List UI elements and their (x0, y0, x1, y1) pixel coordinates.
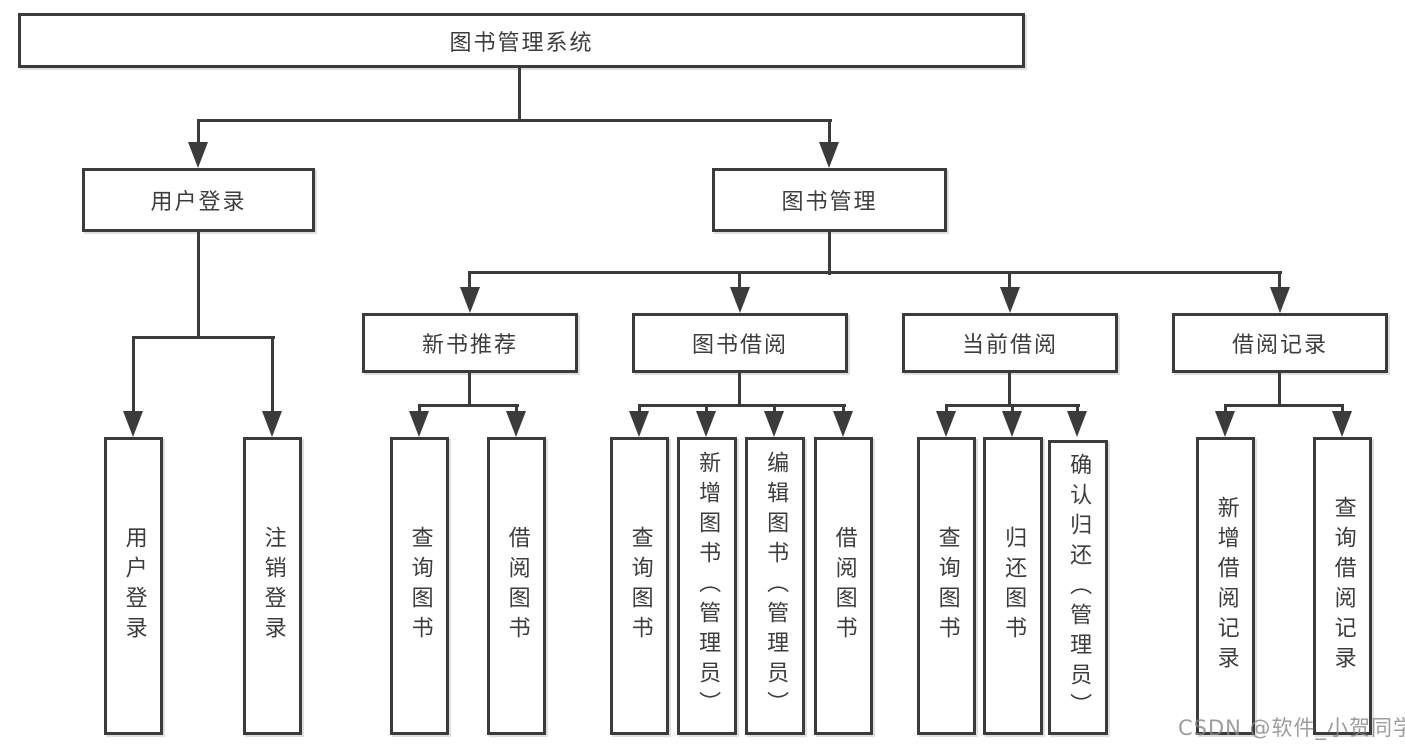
arrow-down-icon (764, 411, 784, 437)
connector-drop-leaf-user-login (132, 336, 135, 414)
connector-drop-borrow-records (1278, 271, 1281, 291)
arrow-down-icon (629, 411, 649, 437)
arrow-down-icon (188, 142, 208, 168)
connector-leaf-drop (945, 404, 948, 416)
connector-leaf-drop (705, 404, 708, 416)
arrow-down-icon (696, 411, 716, 437)
connector-user-login-bus (132, 336, 275, 339)
leaf-add-books-admin: 新增图书（管理员） (677, 437, 737, 735)
connector-leaf-drop (515, 404, 518, 416)
connector-book-management-drop (828, 229, 831, 275)
arrow-down-icon (123, 411, 143, 437)
arrow-down-icon (1332, 411, 1352, 437)
node-borrowing-records: 借阅记录 (1172, 313, 1388, 373)
connector-root-drop (518, 65, 521, 122)
connector-book-borrowing-bus (638, 404, 846, 407)
leaf-confirm-return-admin: 确认归还（管理员） (1048, 440, 1108, 735)
leaf-query-books-borrowing: 查询图书 (610, 437, 669, 735)
connector-drop-new-book (468, 271, 471, 291)
leaf-logout-login: 注销登录 (243, 437, 302, 735)
arrow-down-icon (1002, 411, 1022, 437)
watermark: CSDN @软件_小贺同学 (1178, 716, 1405, 740)
leaf-query-borrow-record: 查询借阅记录 (1313, 437, 1372, 735)
node-new-book-recommendation: 新书推荐 (362, 313, 578, 373)
arrow-down-icon (506, 411, 526, 437)
arrow-down-icon (409, 411, 429, 437)
connector-leaf-drop (638, 404, 641, 416)
leaf-return-books: 归还图书 (983, 437, 1043, 735)
leaf-borrow-books-borrowing: 借阅图书 (814, 437, 873, 735)
connector-leaf-drop (418, 404, 421, 416)
connector-leaf-drop (1341, 404, 1344, 416)
connector-borrow-records-bus (1224, 404, 1344, 407)
arrow-down-icon (1215, 411, 1235, 437)
arrow-down-icon (819, 142, 839, 168)
connector-new-book-drop (468, 370, 471, 407)
leaf-edit-books-admin: 编辑图书（管理员） (745, 437, 805, 735)
connector-new-book-bus (418, 404, 519, 407)
connector-leaf-drop (1011, 404, 1014, 416)
node-book-management: 图书管理 (712, 168, 947, 232)
leaf-add-borrow-record: 新增借阅记录 (1196, 437, 1255, 735)
node-current-borrowing: 当前借阅 (902, 313, 1118, 373)
arrow-down-icon (1000, 287, 1020, 313)
connector-drop-user-login (197, 119, 200, 147)
node-user-login: 用户登录 (82, 168, 315, 232)
connector-leaf-drop (1224, 404, 1227, 416)
connector-drop-book-management (828, 119, 831, 147)
arrow-down-icon (262, 411, 282, 437)
node-library-management-system: 图书管理系统 (18, 13, 1025, 68)
arrow-down-icon (1270, 287, 1290, 313)
connector-leaf-drop (773, 404, 776, 416)
connector-book-borrowing-drop (738, 370, 741, 407)
connector-user-login-drop (197, 229, 200, 339)
arrow-down-icon (460, 287, 480, 313)
connector-level2-bus (197, 119, 832, 122)
arrow-down-icon (833, 411, 853, 437)
arrow-down-icon (730, 287, 750, 313)
connector-current-borrowing-drop (1008, 370, 1011, 407)
connector-borrow-records-drop (1278, 370, 1281, 407)
node-book-borrowing: 图书借阅 (632, 313, 848, 373)
arrow-down-icon (1067, 411, 1087, 437)
connector-drop-current-borrowing (1008, 271, 1011, 291)
leaf-borrow-books-recommend: 借阅图书 (487, 437, 546, 735)
leaf-user-login: 用户登录 (104, 437, 163, 735)
connector-leaf-drop (1076, 404, 1079, 416)
connector-level3-bus (468, 271, 1282, 274)
connector-leaf-drop (842, 404, 845, 416)
arrow-down-icon (936, 411, 956, 437)
connector-drop-book-borrowing (738, 271, 741, 291)
leaf-query-books-recommend: 查询图书 (390, 437, 449, 735)
leaf-query-books-current: 查询图书 (917, 437, 976, 735)
connector-drop-leaf-logout (271, 336, 274, 414)
